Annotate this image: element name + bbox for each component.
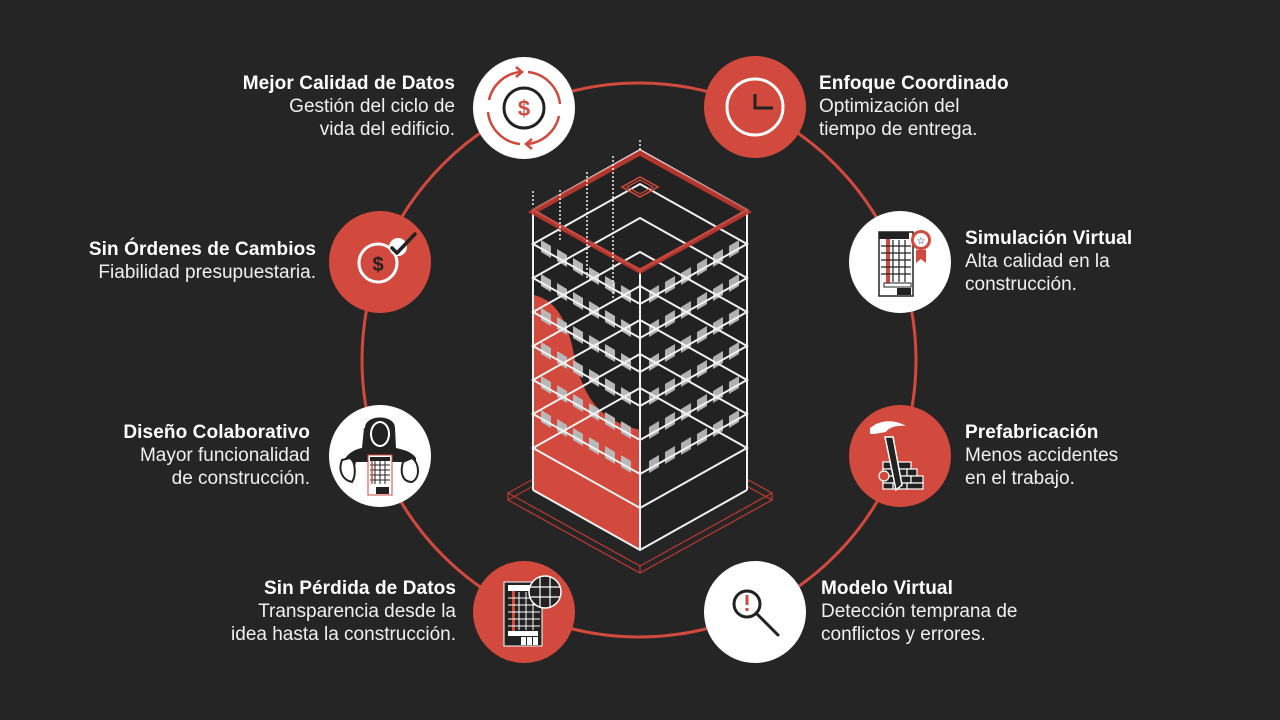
benefit-title: Simulación Virtual [965,228,1133,249]
benefit-title: Prefabricación [965,422,1099,443]
benefit-simulacion: Simulación Virtual Alta calidad en la co… [965,227,1280,296]
benefit-title: Diseño Colaborativo [123,422,310,443]
clock-icon [704,56,806,158]
benefit-sin-perdida: Sin Pérdida de Datos Transparencia desde… [96,577,456,646]
benefit-prefabricacion: Prefabricación Menos accidentes en el tr… [965,421,1280,490]
svg-text:☆: ☆ [917,236,926,247]
hammer-bricks-icon [849,405,951,507]
isometric-building [506,140,774,574]
benefit-sin-ordenes: Sin Órdenes de Cambios Fiabilidad presup… [0,238,316,284]
benefit-title: Enfoque Coordinado [819,73,1009,94]
benefit-description: Mayor funcionalidad de construcción. [139,445,310,489]
benefit-description: Optimización del tiempo de entrega. [819,96,978,140]
building-zoom-icon [473,561,575,663]
benefit-title: Sin Pérdida de Datos [263,578,456,599]
benefit-title: Mejor Calidad de Datos [242,73,455,94]
svg-text:$: $ [372,254,383,276]
benefit-description: Alta calidad en la construcción. [965,251,1110,295]
dollar-cycle-icon: $ [473,57,575,159]
benefit-description: Transparencia desde la idea hasta la con… [231,601,456,645]
magnifier-alert-icon [704,561,806,663]
svg-text:$: $ [518,96,530,121]
building-award-icon: ☆ [849,211,951,313]
connecting-ring [360,81,918,639]
benefit-modelo: Modelo Virtual Detección temprana de con… [821,577,1181,646]
benefit-title: Modelo Virtual [821,578,953,599]
benefit-mejor-calidad: Mejor Calidad de Datos Gestión del ciclo… [95,72,455,141]
benefit-description: Fiabilidad presupuestaria. [98,262,316,283]
benefit-title: Sin Órdenes de Cambios [88,239,316,260]
people-building-icon [329,405,431,507]
benefit-enfoque: Enfoque Coordinado Optimización del tiem… [819,72,1179,141]
benefit-description: Detección temprana de conflictos y error… [821,601,1018,645]
benefit-description: Menos accidentes en el trabajo. [965,445,1119,489]
dollar-check-icon: $ [329,211,431,313]
benefit-diseno: Diseño Colaborativo Mayor funcionalidad … [0,421,310,490]
benefit-description: Gestión del ciclo de vida del edificio. [289,96,455,140]
